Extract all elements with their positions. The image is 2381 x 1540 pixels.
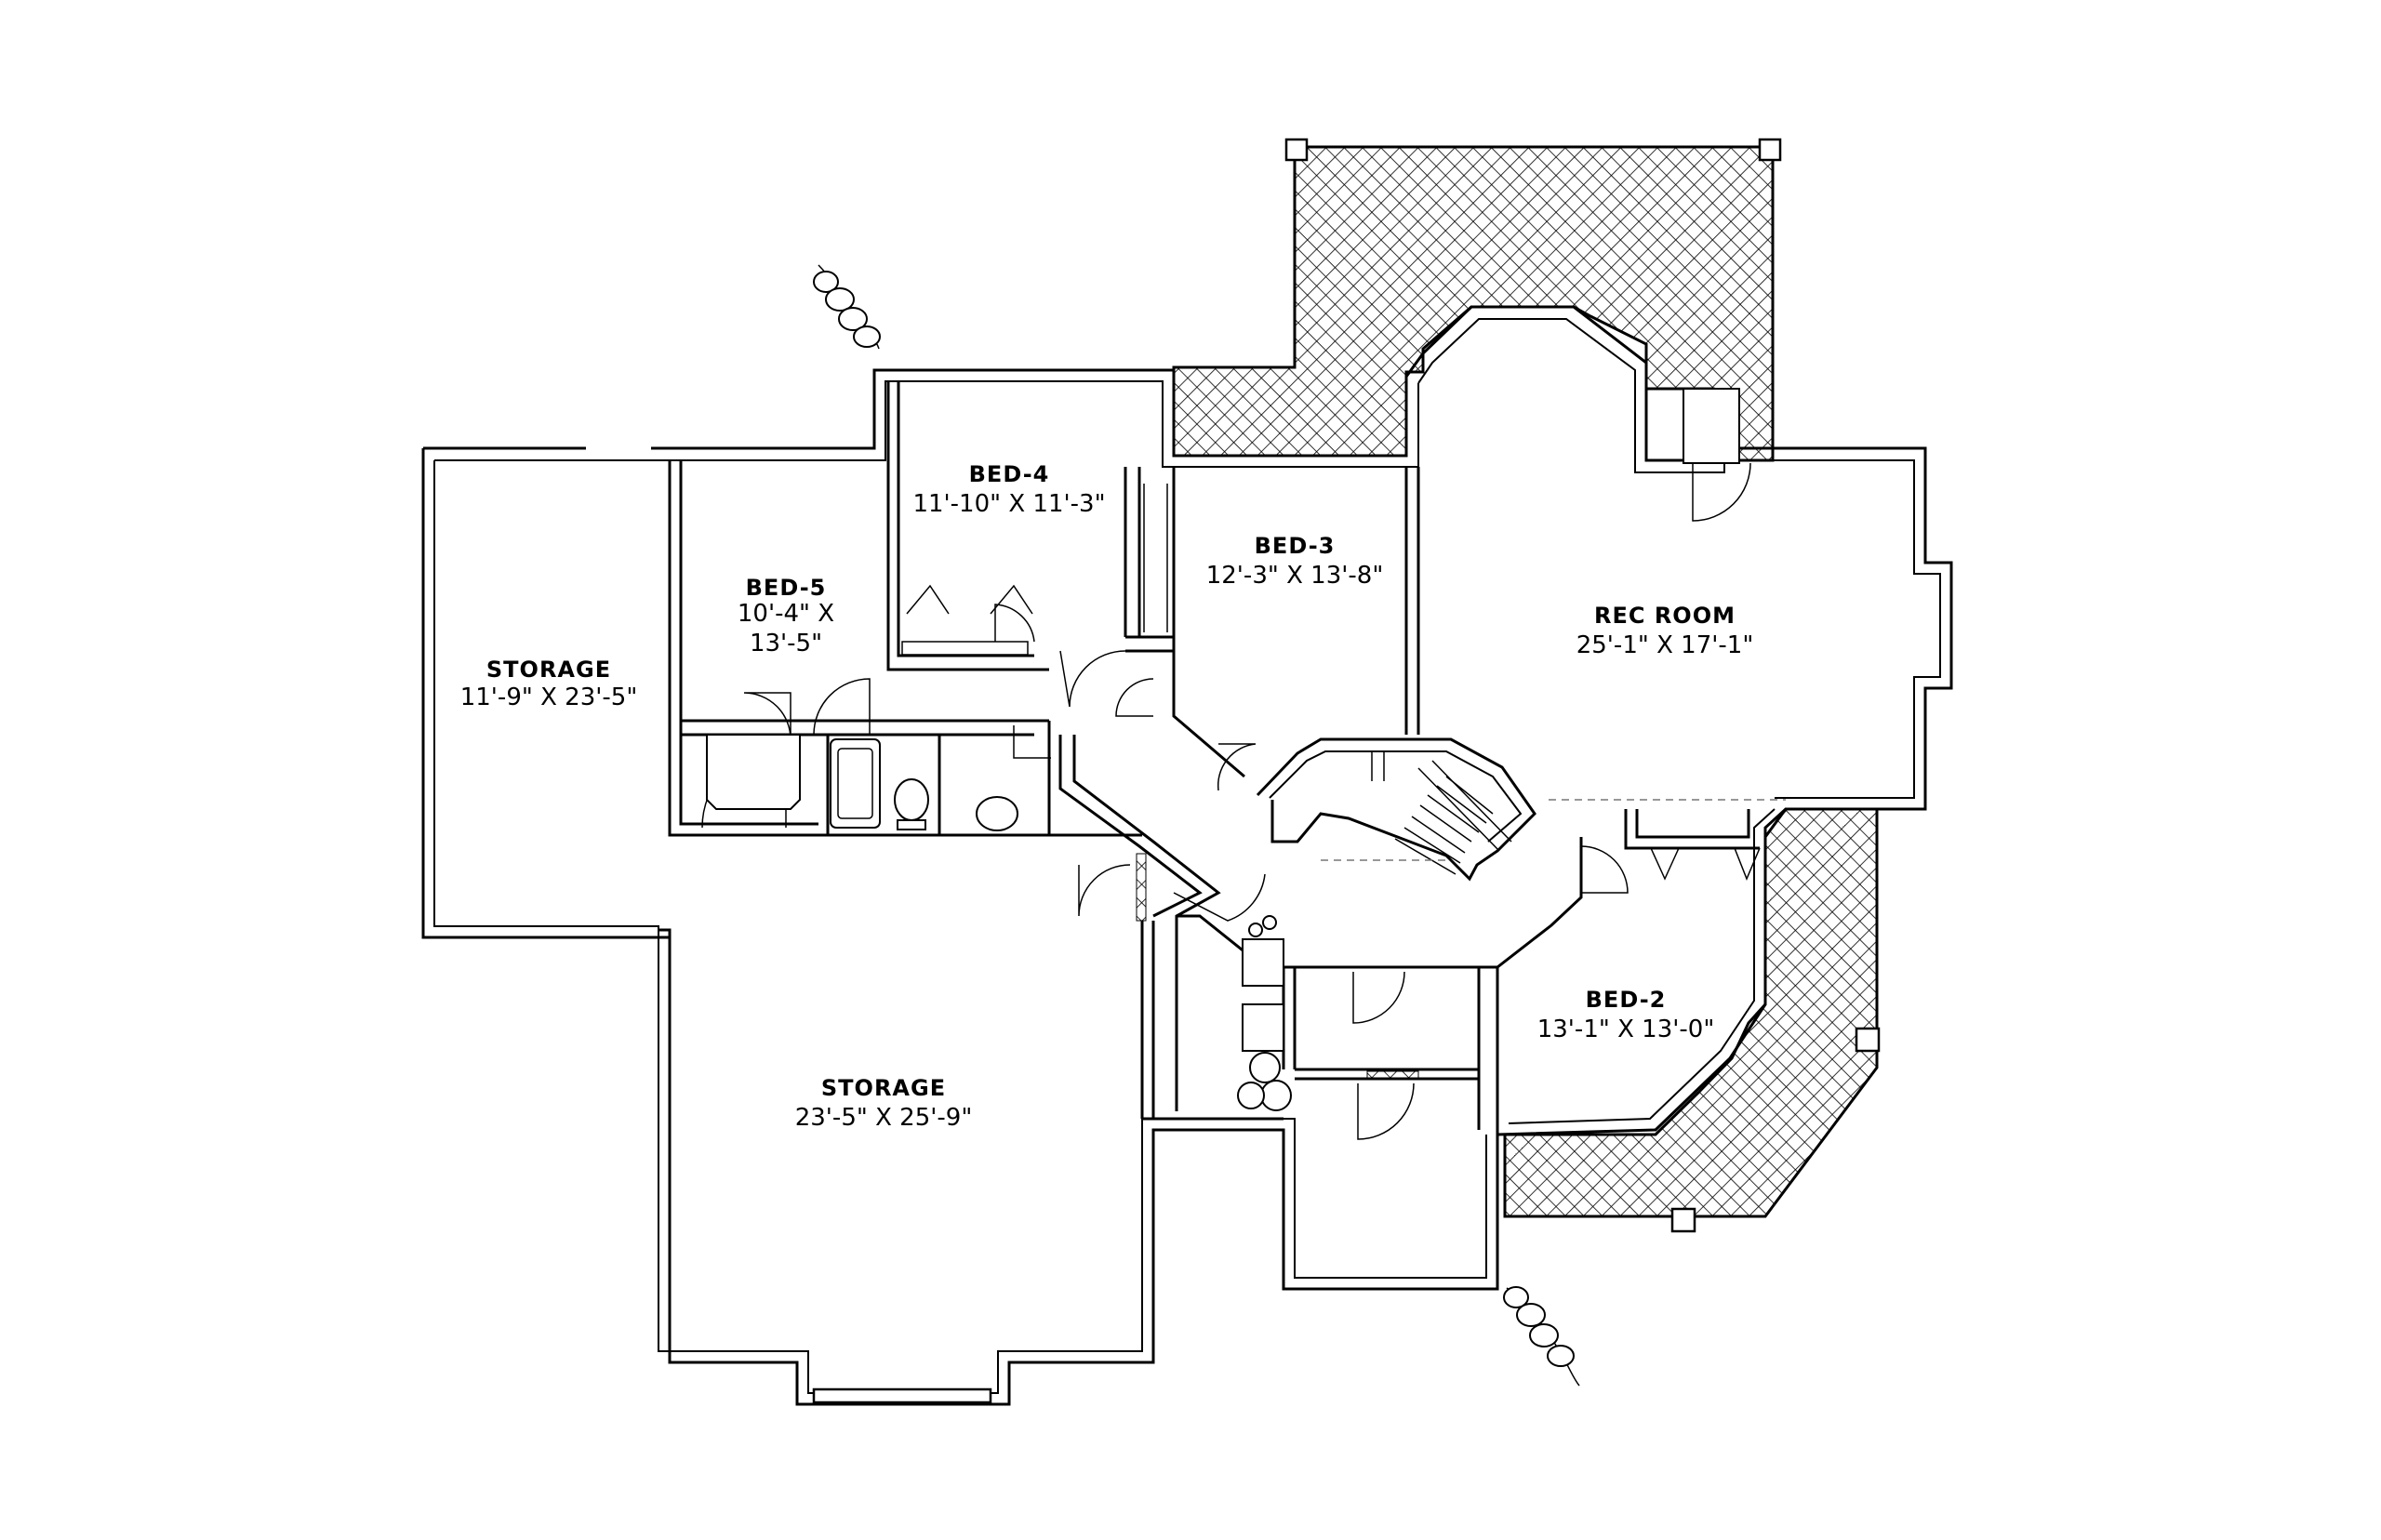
door-swing-icon [1692, 462, 1751, 522]
door-swing-icon [1580, 845, 1629, 894]
room-dims: 23'-5" X 25'-9" [795, 1104, 973, 1132]
door-swing-icon [1217, 743, 1257, 791]
bottom-window [812, 1387, 992, 1404]
landscape-rocks-icon [813, 264, 881, 350]
door-swing-icon [1173, 873, 1266, 922]
door-swing-icon [1059, 650, 1126, 708]
room-name: BED-2 [1586, 987, 1667, 1013]
room-label-storage-left: STORAGE 11'-9" X 23'-5" [460, 657, 638, 711]
furnace-icon [1242, 938, 1284, 987]
room-dims: 13'-5" [750, 630, 822, 657]
landscape-rocks-icon [1503, 1286, 1580, 1387]
room-dims: 12'-3" X 13'-8" [1206, 562, 1384, 590]
room-label-bed-2: BED-2 13'-1" X 13'-0" [1537, 987, 1715, 1043]
room-label-storage-main: STORAGE 23'-5" X 25'-9" [795, 1075, 973, 1132]
door-swing-icon [743, 692, 791, 740]
exterior-walls [421, 305, 1953, 1406]
door-swing-icon [813, 678, 871, 736]
room-label-bed-5: BED-5 10'-4" X 13'-5" [738, 575, 834, 657]
sink-icon [976, 796, 1018, 831]
water-heater-icon [1237, 1082, 1265, 1109]
door-swing-icon [994, 604, 1035, 643]
room-name: REC ROOM [1594, 603, 1736, 629]
fixtures [706, 388, 1740, 1111]
room-name: STORAGE [821, 1075, 946, 1101]
patio-post [1670, 1207, 1696, 1233]
room-name: BED-3 [1255, 533, 1336, 559]
door-swing-icon [1352, 971, 1405, 1024]
door-swing-icon [1115, 678, 1154, 717]
hidden-lines [1321, 799, 1786, 861]
staircase-icon [1371, 751, 1512, 875]
bathtub-icon [830, 738, 881, 829]
room-dims: 10'-4" X [738, 600, 834, 628]
room-dims: 13'-1" X 13'-0" [1537, 1016, 1715, 1043]
room-label-bed-3: BED-3 12'-3" X 13'-8" [1206, 533, 1384, 590]
room-dims: 25'-1" X 17'-1" [1576, 631, 1754, 659]
doors [701, 462, 1761, 1140]
room-label-bed-4: BED-4 11'-10" X 11'-3" [912, 461, 1105, 518]
water-heater-icon [1260, 1080, 1292, 1111]
patio-post [1284, 138, 1309, 162]
room-name: BED-4 [969, 461, 1050, 487]
interior-walls [668, 381, 1760, 1135]
furnace-icon [1242, 1003, 1284, 1052]
toilet-icon [894, 778, 929, 821]
door-swing-icon [1013, 725, 1051, 759]
patio-post [1758, 138, 1782, 162]
patio-post [1855, 1027, 1881, 1053]
door-swing-icon [1078, 864, 1131, 917]
room-dims: 11'-9" X 23'-5" [460, 684, 638, 711]
room-label-rec-room: REC ROOM 25'-1" X 17'-1" [1576, 603, 1754, 659]
room-dims: 11'-10" X 11'-3" [912, 490, 1105, 518]
water-heater-icon [1249, 1052, 1281, 1083]
room-name: STORAGE [486, 657, 611, 683]
room-name: BED-5 [746, 575, 827, 601]
door-swing-icon [1357, 1082, 1415, 1140]
